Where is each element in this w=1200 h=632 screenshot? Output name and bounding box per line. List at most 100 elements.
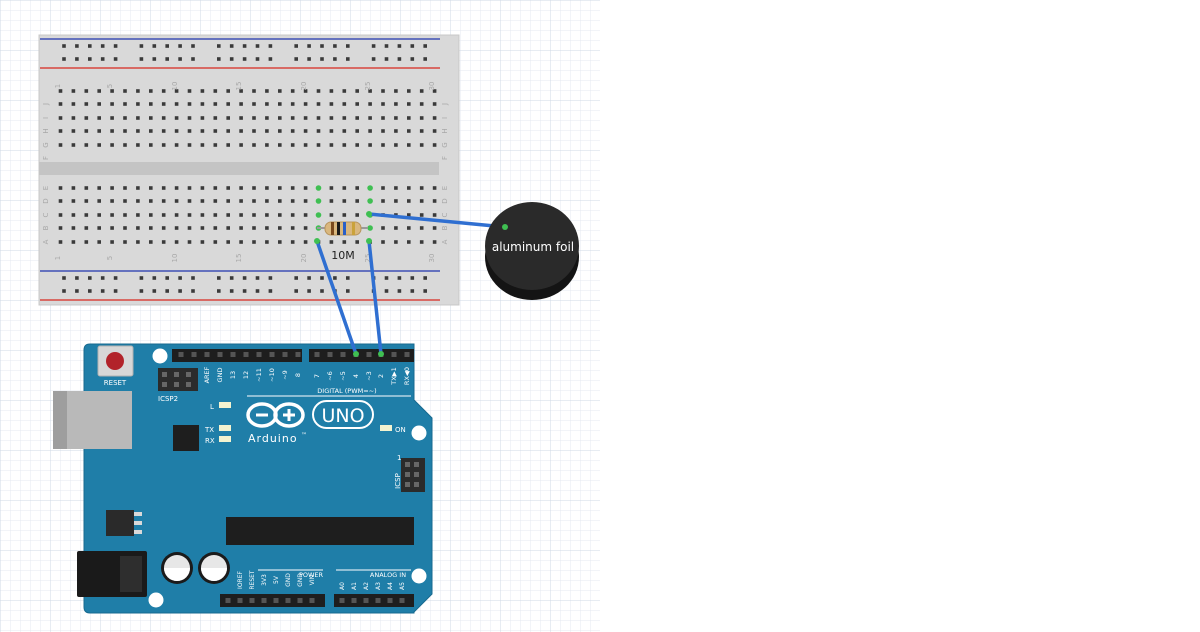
rail-hole[interactable] — [165, 44, 169, 48]
aluminum-foil-pad[interactable]: aluminum foil — [485, 202, 579, 300]
rail-hole[interactable] — [307, 44, 311, 48]
breadboard-hole[interactable] — [58, 213, 63, 217]
rail-hole[interactable] — [307, 276, 311, 280]
rail-hole[interactable] — [62, 276, 66, 280]
rail-hole[interactable] — [333, 44, 337, 48]
breadboard-hole[interactable] — [84, 199, 89, 203]
breadboard-hole[interactable] — [136, 186, 140, 190]
breadboard-hole[interactable] — [381, 226, 385, 230]
breadboard-hole[interactable] — [213, 240, 218, 244]
breadboard-hole[interactable] — [84, 226, 89, 230]
breadboard-hole[interactable] — [213, 186, 218, 190]
rail-hole[interactable] — [294, 276, 298, 280]
rail-hole[interactable] — [410, 57, 415, 61]
breadboard-hole[interactable] — [110, 129, 114, 133]
breadboard-hole[interactable] — [407, 143, 411, 147]
rail-hole[interactable] — [165, 289, 169, 293]
breadboard-hole[interactable] — [58, 226, 63, 230]
breadboard-hole[interactable] — [290, 102, 295, 106]
breadboard-hole[interactable] — [97, 89, 101, 93]
breadboard-hole[interactable] — [174, 116, 179, 120]
breadboard-hole[interactable] — [71, 129, 76, 133]
breadboard-hole[interactable] — [58, 129, 63, 133]
breadboard-hole[interactable] — [123, 143, 127, 147]
rail-hole[interactable] — [152, 289, 157, 293]
breadboard-hole[interactable] — [187, 226, 192, 230]
breadboard-hole[interactable] — [97, 199, 101, 203]
breadboard-hole[interactable] — [329, 186, 334, 190]
breadboard-hole[interactable] — [200, 116, 205, 120]
rail-hole[interactable] — [320, 289, 324, 293]
breadboard-hole[interactable] — [432, 116, 437, 120]
breadboard-hole[interactable] — [303, 226, 308, 230]
breadboard-hole[interactable] — [239, 226, 243, 230]
rail-hole[interactable] — [62, 57, 66, 61]
breadboard-hole[interactable] — [419, 240, 424, 244]
breadboard-hole[interactable] — [226, 89, 230, 93]
rail-hole[interactable] — [268, 44, 273, 48]
breadboard-hole[interactable] — [97, 116, 101, 120]
rail-hole[interactable] — [333, 57, 337, 61]
breadboard-hole[interactable] — [226, 213, 230, 217]
wire-to-pin-2[interactable] — [367, 239, 383, 356]
breadboard-hole[interactable] — [187, 116, 192, 120]
breadboard-hole[interactable] — [187, 186, 192, 190]
breadboard-hole[interactable] — [174, 129, 179, 133]
breadboard-hole[interactable] — [136, 102, 140, 106]
rail-hole[interactable] — [294, 289, 298, 293]
breadboard-hole[interactable] — [342, 240, 347, 244]
breadboard-hole[interactable] — [136, 199, 140, 203]
breadboard-hole[interactable] — [110, 89, 114, 93]
breadboard-hole[interactable] — [110, 143, 114, 147]
breadboard-hole[interactable] — [200, 213, 205, 217]
breadboard-hole[interactable] — [432, 226, 437, 230]
breadboard-hole[interactable] — [84, 186, 89, 190]
rail-hole[interactable] — [268, 276, 273, 280]
breadboard-hole[interactable] — [84, 240, 89, 244]
breadboard-hole[interactable] — [71, 102, 76, 106]
breadboard-hole[interactable] — [252, 116, 256, 120]
breadboard-hole[interactable] — [226, 240, 230, 244]
breadboard-hole[interactable] — [84, 129, 89, 133]
breadboard-hole[interactable] — [149, 213, 153, 217]
breadboard-hole[interactable] — [265, 129, 269, 133]
breadboard-hole[interactable] — [407, 89, 411, 93]
breadboard-hole[interactable] — [329, 199, 334, 203]
breadboard-hole[interactable] — [161, 89, 166, 93]
breadboard-hole[interactable] — [394, 129, 398, 133]
breadboard-hole[interactable] — [407, 240, 411, 244]
breadboard-hole[interactable] — [174, 213, 179, 217]
breadboard-hole[interactable] — [419, 186, 424, 190]
breadboard-hole[interactable] — [97, 186, 101, 190]
rail-hole[interactable] — [191, 44, 195, 48]
breadboard-hole[interactable] — [84, 116, 89, 120]
breadboard-hole[interactable] — [278, 129, 282, 133]
rail-hole[interactable] — [229, 44, 234, 48]
breadboard-hole[interactable] — [187, 213, 192, 217]
breadboard-hole[interactable] — [123, 102, 127, 106]
breadboard-hole[interactable] — [329, 143, 334, 147]
rail-hole[interactable] — [75, 57, 79, 61]
breadboard-hole[interactable] — [329, 213, 334, 217]
breadboard-hole[interactable] — [213, 129, 218, 133]
breadboard-hole[interactable] — [239, 186, 243, 190]
breadboard-hole[interactable] — [316, 89, 321, 93]
breadboard-hole[interactable] — [368, 102, 372, 106]
rail-hole[interactable] — [75, 276, 79, 280]
breadboard-hole[interactable] — [432, 240, 437, 244]
breadboard-hole[interactable] — [187, 89, 192, 93]
rail-hole[interactable] — [397, 57, 402, 61]
breadboard-hole[interactable] — [407, 116, 411, 120]
breadboard-hole[interactable] — [419, 143, 424, 147]
rail-hole[interactable] — [88, 276, 92, 280]
breadboard-hole[interactable] — [432, 129, 437, 133]
breadboard-hole[interactable] — [252, 186, 256, 190]
breadboard-hole[interactable] — [316, 102, 321, 106]
breadboard-hole[interactable] — [136, 240, 140, 244]
breadboard-hole[interactable] — [290, 129, 295, 133]
wire-to-foil[interactable] — [367, 212, 507, 229]
breadboard-hole[interactable] — [136, 89, 140, 93]
breadboard-hole[interactable] — [290, 186, 295, 190]
breadboard-hole[interactable] — [71, 89, 76, 93]
arduino-uno-board[interactable]: RESET ICSP2 1 ICSP L TX RX ON — [53, 343, 433, 614]
